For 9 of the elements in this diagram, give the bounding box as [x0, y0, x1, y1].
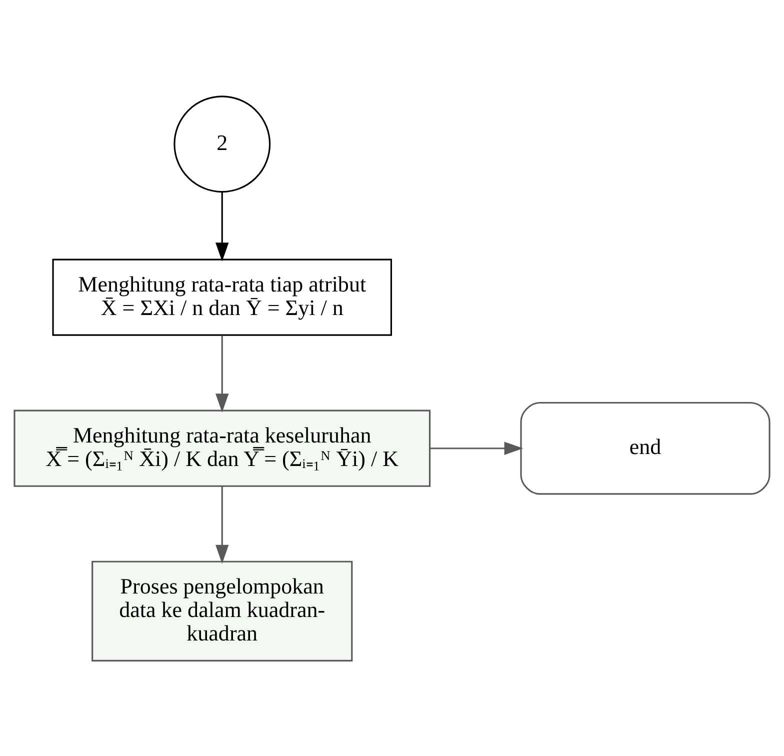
node-box: Menghitung rata-rata tiap atribut X̄ = ΣXi / n dan Ȳ = Σyi / n [52, 258, 392, 336]
arrow [430, 441, 524, 454]
node-box: Proses pengelompokan data ke dalam kuadran-kuadran [92, 560, 353, 661]
arrow [216, 486, 229, 564]
arrow [216, 192, 229, 262]
node-box: Menghitung rata-rata keseluruhan X̿ = (Σᵢ₌₁ᴺ X̄i) / K dan Y̿ = (Σᵢ₌₁ᴺ Ȳi) / K [14, 409, 431, 486]
node-circle: 2 [174, 95, 271, 192]
arrow [216, 334, 229, 412]
node-box: end [520, 401, 770, 494]
